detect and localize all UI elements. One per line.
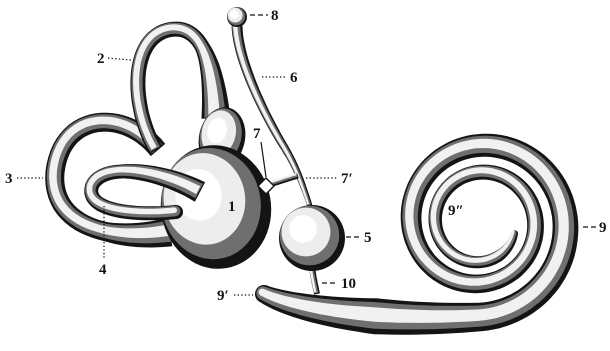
- labyrinth-shapes: [45, 7, 578, 335]
- label-2: 2: [97, 51, 105, 67]
- label-6: 6: [290, 70, 298, 86]
- label-9-double-prime: 9″: [448, 203, 464, 219]
- cochlear-duct-highlight-cap: [259, 289, 266, 296]
- label-10: 10: [341, 276, 356, 292]
- label-1: 1: [228, 199, 236, 215]
- label-9-prime: 9′: [217, 288, 229, 304]
- label-5: 5: [364, 230, 372, 246]
- label-8: 8: [271, 8, 279, 24]
- endolymphatic-sac-tone-3: [230, 10, 238, 18]
- leader-7: [261, 142, 266, 177]
- horizontal-canal-highlight-cap: [171, 207, 177, 213]
- label-7: 7: [253, 126, 261, 142]
- label-9: 9: [599, 220, 607, 236]
- label-4: 4: [99, 262, 107, 278]
- saccule-tone-3: [289, 215, 317, 243]
- label-7-prime: 7′: [341, 171, 353, 187]
- label-3: 3: [5, 171, 13, 187]
- cochlear-duct-highlight-cap: [512, 230, 514, 232]
- leader-2: [108, 58, 131, 60]
